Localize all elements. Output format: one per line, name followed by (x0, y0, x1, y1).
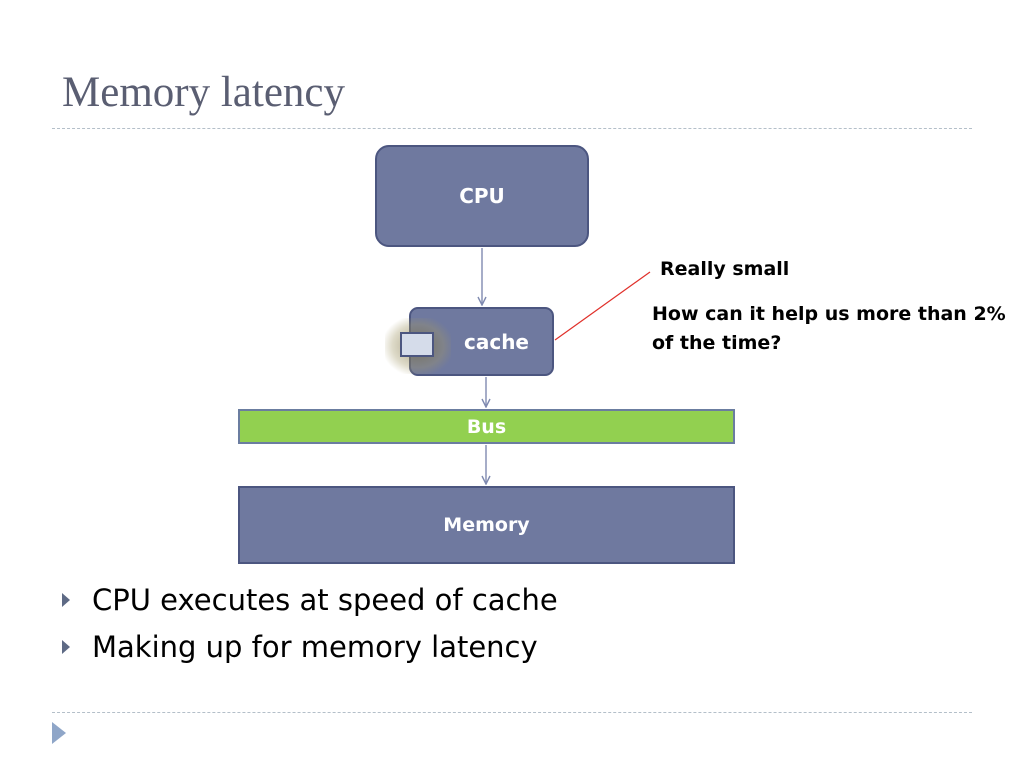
slide-title: Memory latency (62, 69, 345, 116)
memory-label: Memory (443, 514, 530, 536)
callout-question: How can it help us more than 2% of the t… (652, 303, 1006, 354)
bus-box: Bus (238, 409, 735, 444)
title-divider (52, 128, 972, 129)
bus-label: Bus (466, 415, 507, 438)
callout-line (554, 271, 651, 341)
bullet-item: Making up for memory latency (62, 623, 558, 670)
cpu-box: CPU (375, 145, 589, 247)
memory-box: Memory (238, 486, 735, 564)
bullet-triangle-icon (62, 639, 70, 654)
bullet-text: Making up for memory latency (92, 629, 538, 664)
footer-divider (52, 712, 972, 713)
bullet-text: CPU executes at speed of cache (92, 582, 558, 617)
bullet-list: CPU executes at speed of cache Making up… (62, 576, 558, 670)
callout-really-small: Really small (660, 258, 790, 280)
bullet-item: CPU executes at speed of cache (62, 576, 558, 623)
cache-label: cache (463, 329, 529, 354)
cache-chip-icon (400, 332, 434, 357)
cpu-label: CPU (459, 184, 505, 208)
cache-box: cache (409, 307, 554, 376)
bullet-triangle-icon (62, 592, 70, 607)
next-slide-arrow-icon[interactable] (52, 722, 66, 744)
